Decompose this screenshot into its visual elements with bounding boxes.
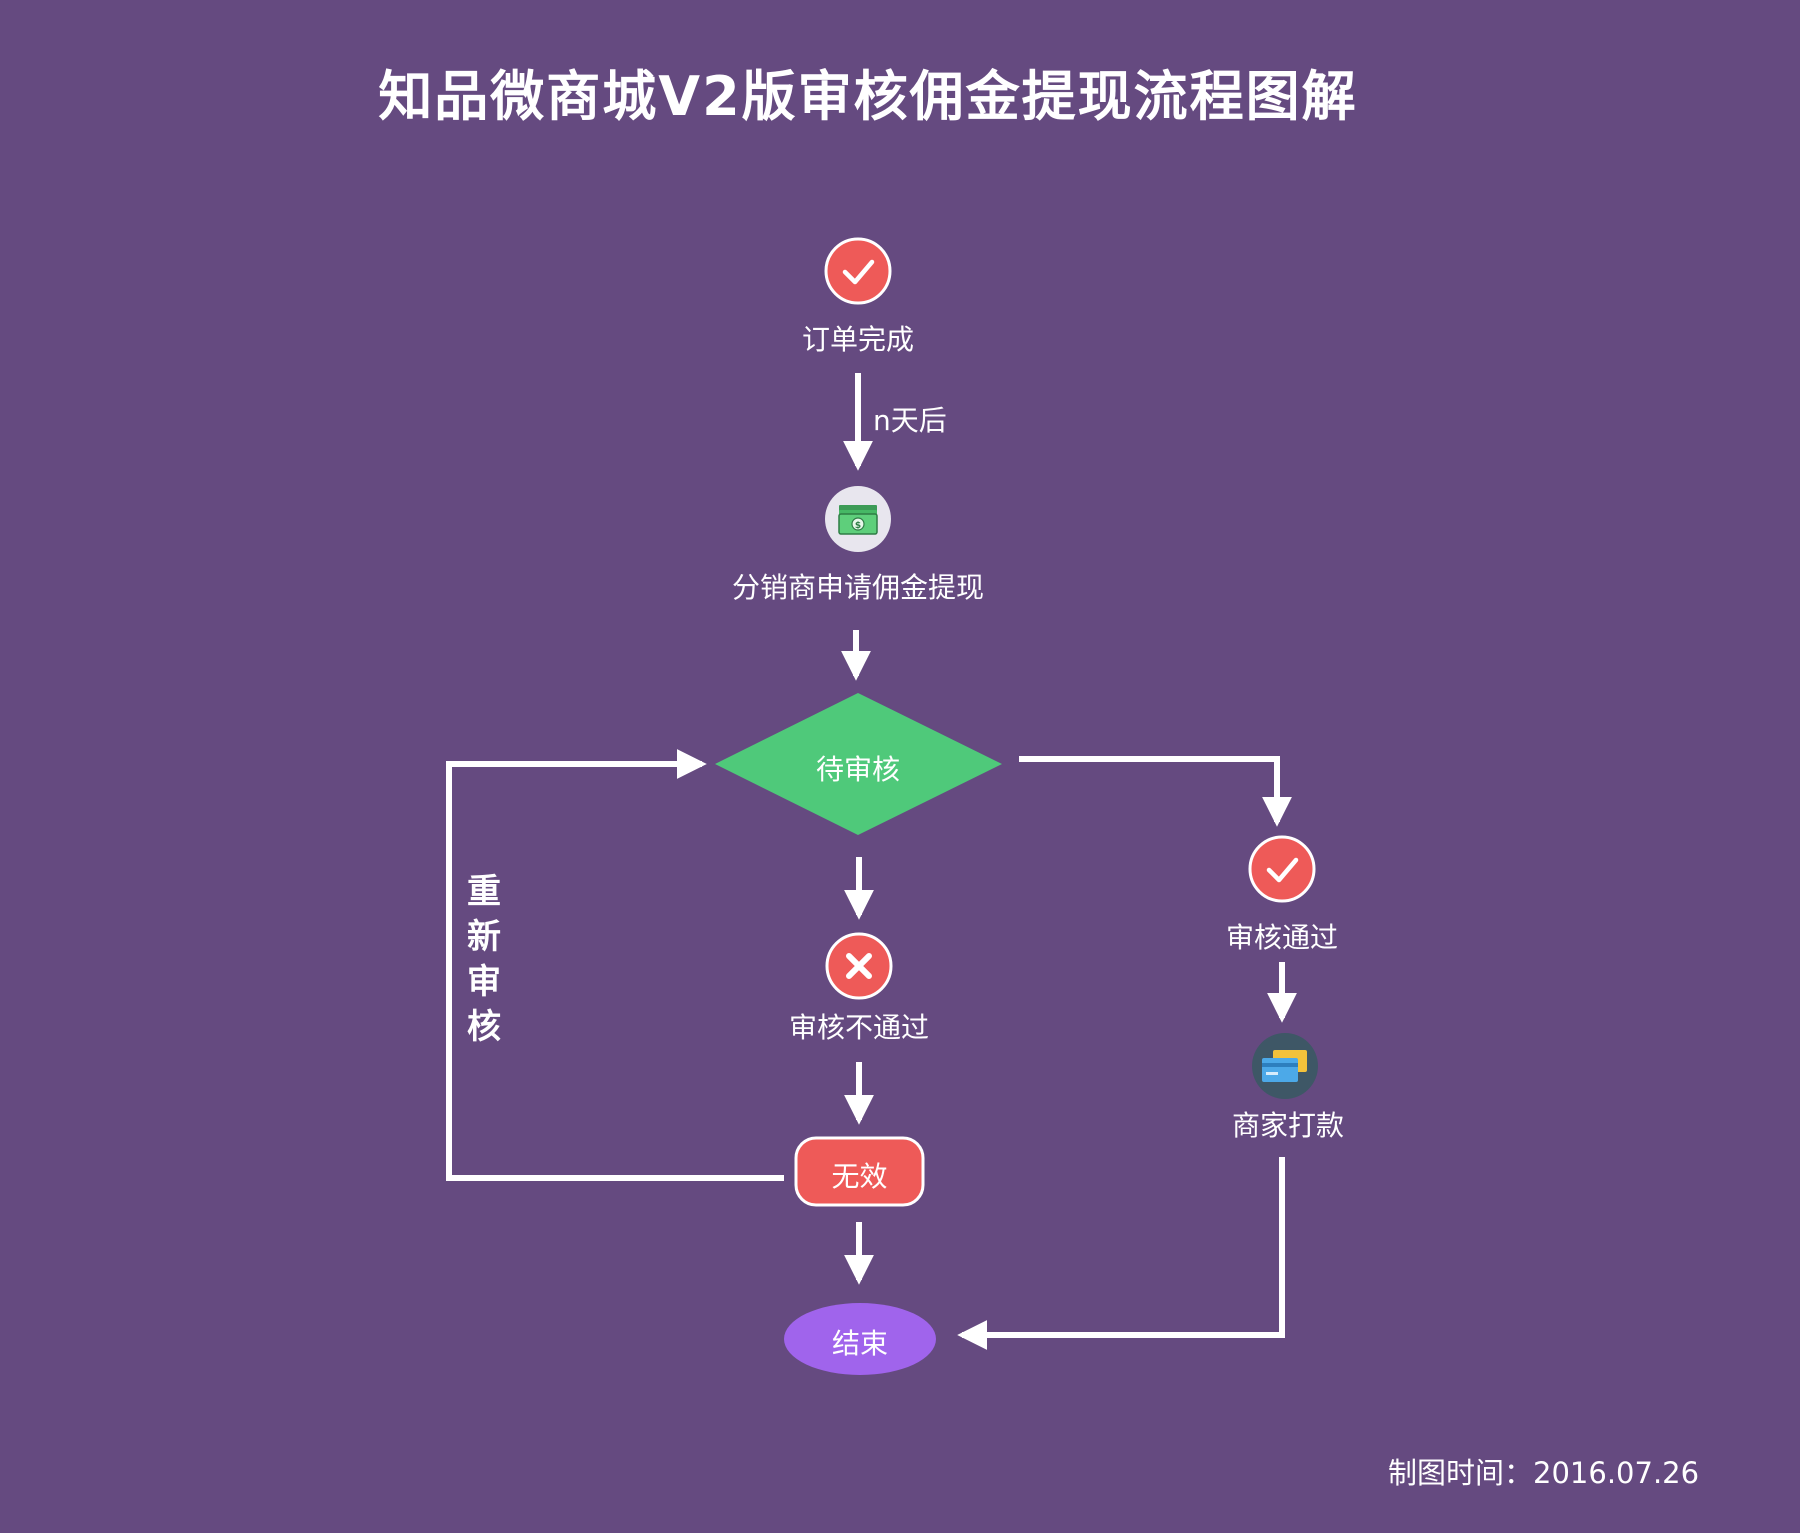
review-passed-label: 审核通过 bbox=[1225, 921, 1338, 954]
order-complete-node bbox=[824, 237, 892, 305]
credit-card-icon bbox=[1252, 1033, 1318, 1099]
invalid-box bbox=[794, 1136, 925, 1207]
pending-review-label: 待审核 bbox=[815, 753, 900, 786]
footer-date: 制图时间：2016.07.26 bbox=[1388, 1450, 1699, 1492]
footer-date-value: 2016.07.26 bbox=[1533, 1456, 1700, 1490]
order-complete-label: 订单完成 bbox=[801, 323, 914, 356]
end-ellipse bbox=[784, 1303, 936, 1375]
review-failed-node bbox=[825, 932, 893, 1000]
end-label: 结束 bbox=[831, 1327, 888, 1360]
re-review-char: 核 bbox=[467, 1007, 501, 1047]
check-icon bbox=[842, 259, 875, 285]
check-icon bbox=[1266, 857, 1299, 883]
arrow-pay-to-end bbox=[957, 1157, 1285, 1350]
review-failed-label: 审核不通过 bbox=[788, 1011, 929, 1044]
review-passed-node bbox=[1248, 835, 1316, 903]
merchant-pay-label: 商家打款 bbox=[1231, 1109, 1344, 1142]
svg-text:$: $ bbox=[855, 521, 861, 531]
re-review-label: 重 新 审 核 bbox=[462, 870, 506, 1050]
re-review-char: 新 bbox=[467, 917, 501, 957]
pending-review-diamond bbox=[715, 693, 1002, 835]
page-title: 知品微商城V2版审核佣金提现流程图解 bbox=[378, 65, 1358, 128]
n-days-edge-label: n天后 bbox=[873, 404, 947, 437]
arrow-re-review-loop bbox=[446, 749, 784, 1181]
invalid-label: 无效 bbox=[831, 1160, 888, 1193]
x-icon bbox=[846, 953, 872, 979]
re-review-char: 重 bbox=[467, 872, 501, 912]
arrow-pending-to-passed bbox=[1019, 756, 1292, 827]
apply-withdraw-label: 分销商申请佣金提现 bbox=[731, 571, 984, 604]
re-review-char: 审 bbox=[467, 962, 501, 1002]
money-icon: $ bbox=[825, 486, 891, 552]
footer-label: 制图时间： bbox=[1388, 1456, 1534, 1490]
